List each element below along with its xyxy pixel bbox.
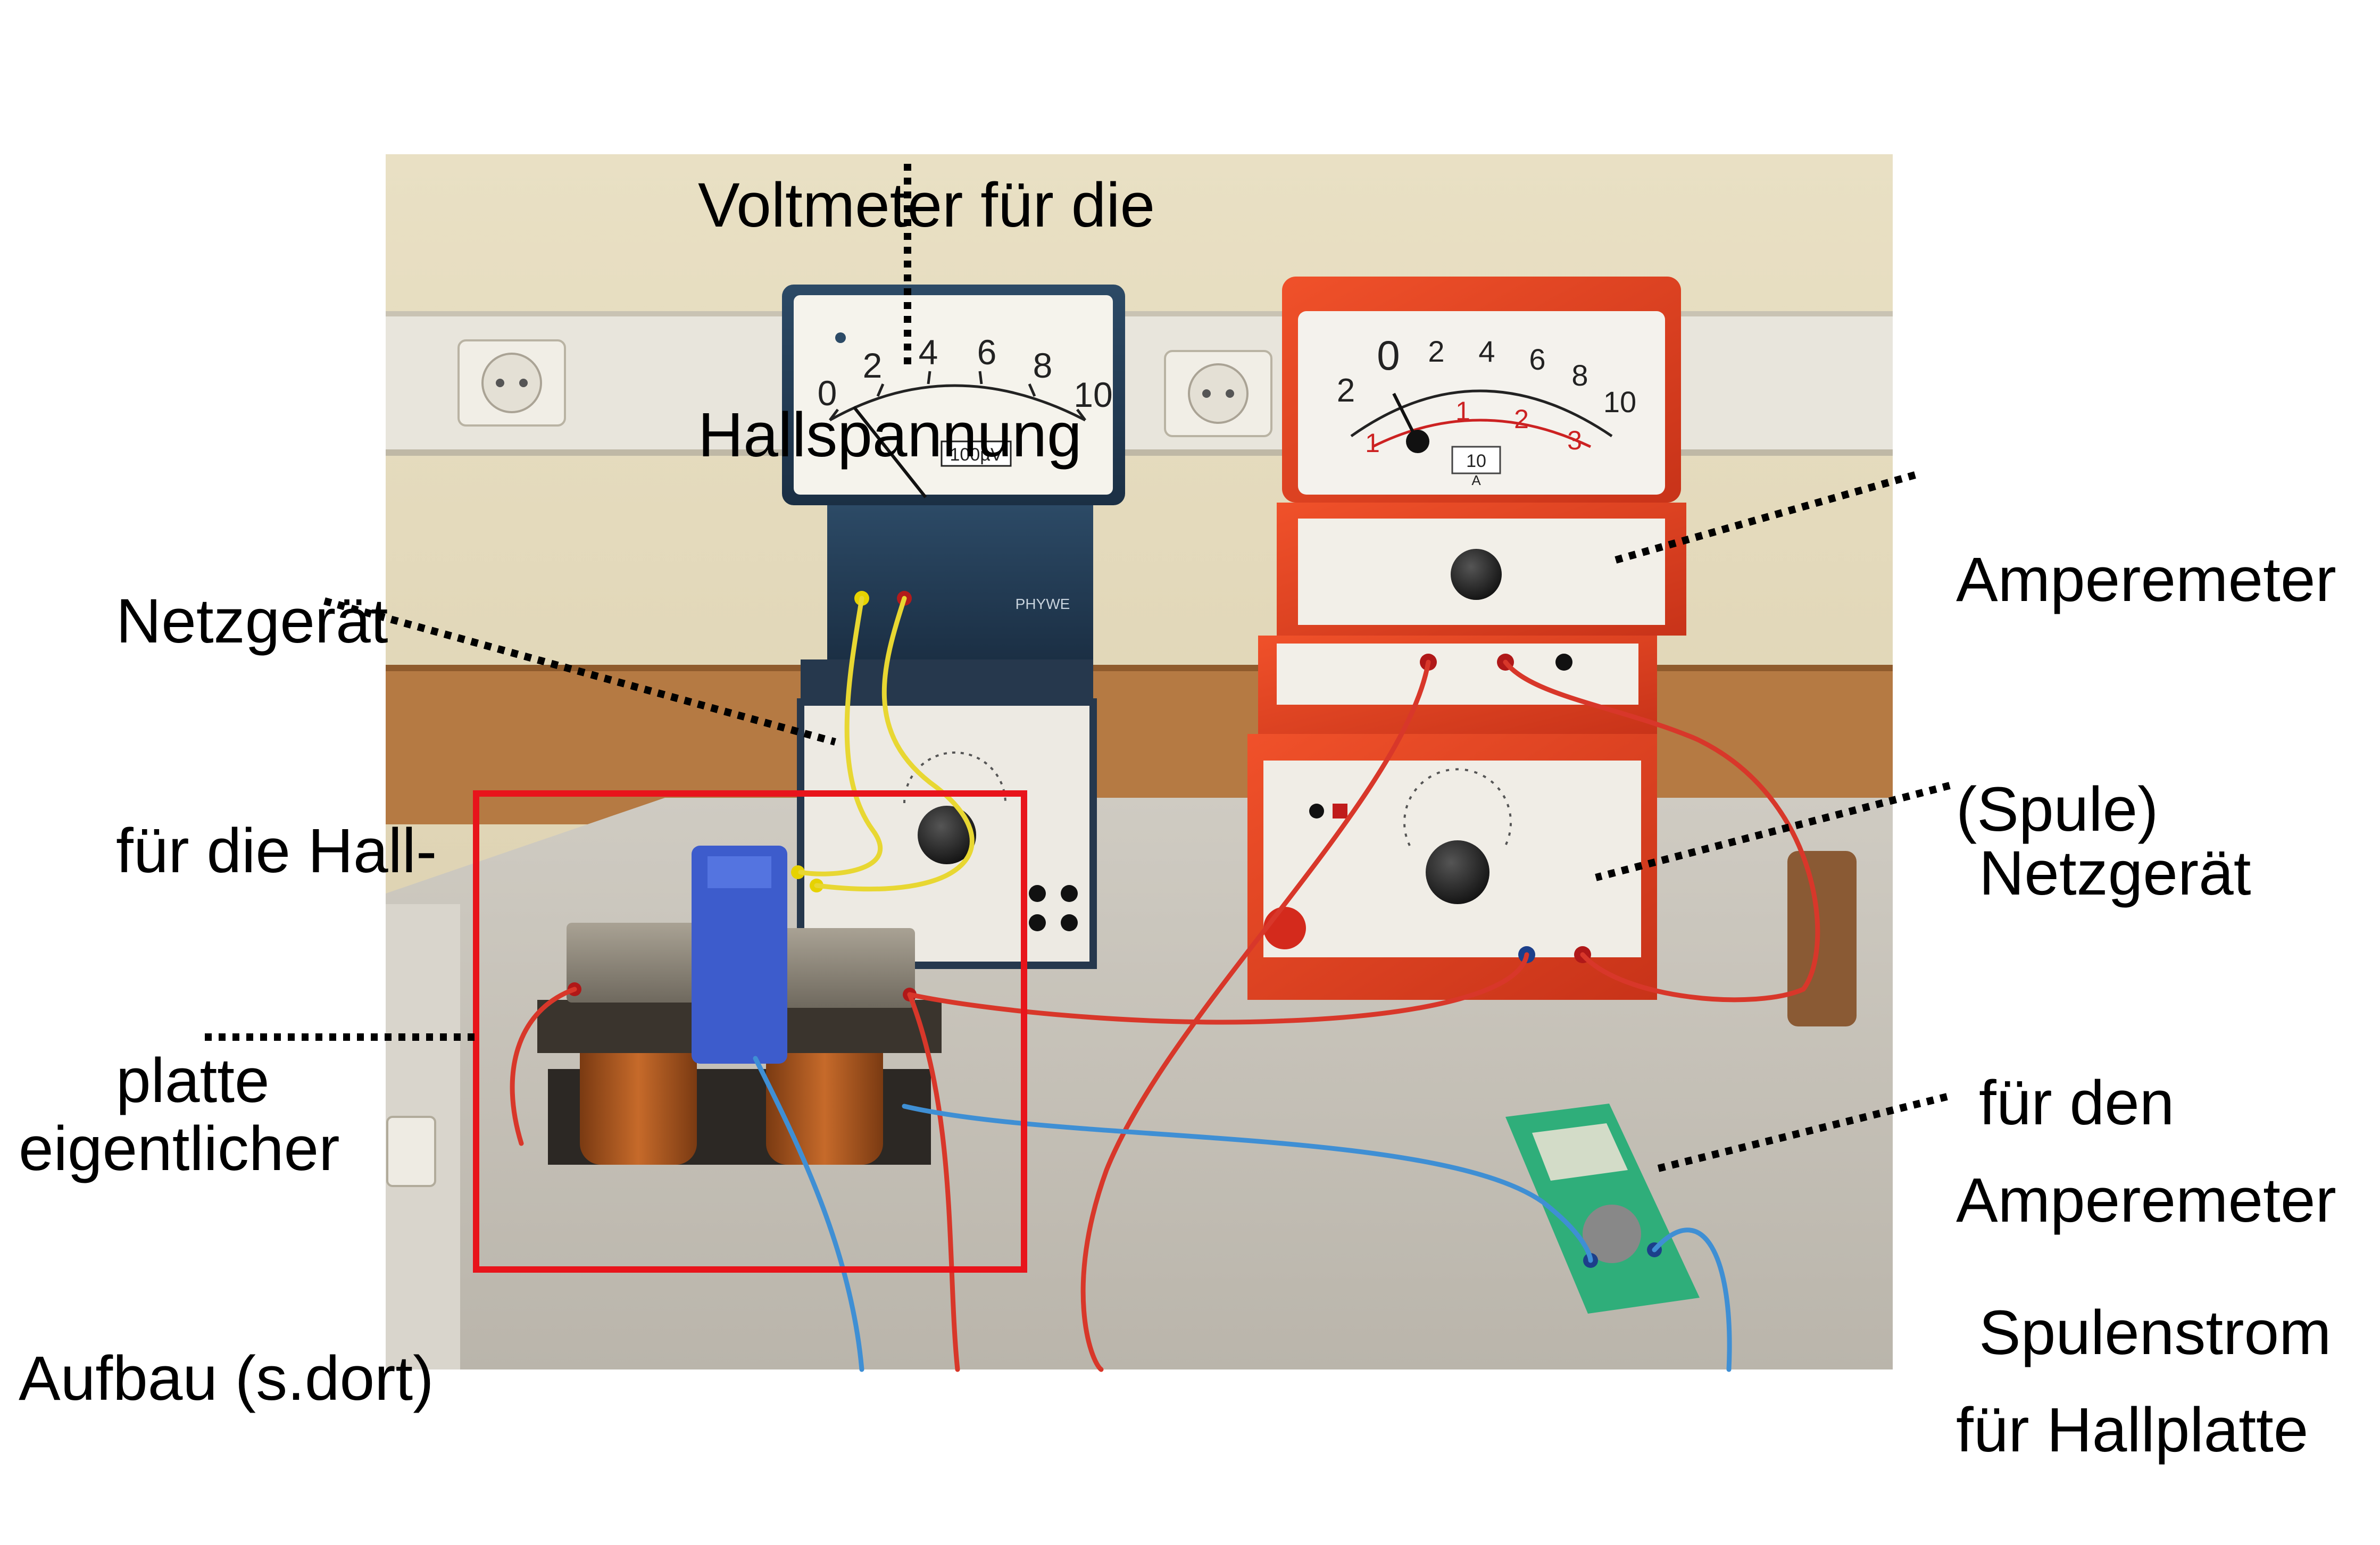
label-hall-power-supply-line: platte xyxy=(116,1046,270,1116)
voltmeter-device: 0 2 4 6 8 10 100µV PHYWE xyxy=(782,285,1125,659)
coil-ammeter-inner-ticks: 1 1 2 3 xyxy=(1365,396,1582,458)
voltmeter-range-label: 100µV xyxy=(950,445,1003,465)
wall-socket-lower xyxy=(386,1116,436,1187)
pole-piece-left xyxy=(567,923,715,1003)
leader-line-coil-supply xyxy=(1595,782,1951,881)
leader-line-multimeter xyxy=(1651,1093,1948,1174)
label-coil-power-supply-line: Spulenstrom xyxy=(1979,1298,2332,1368)
ammeter-tick-label: 10 xyxy=(1603,385,1636,419)
hall-supply-knob xyxy=(918,806,976,864)
hall-probe-holder xyxy=(692,846,787,1064)
label-hall-ammeter: Amperemeter für Hallplatte xyxy=(1956,1009,2336,1545)
ammeter-inner-tick-label: 3 xyxy=(1567,425,1582,455)
highlight-box xyxy=(473,790,1027,1273)
coil-right xyxy=(766,1021,883,1165)
leader-lines xyxy=(205,164,1951,1174)
voltmeter-needle xyxy=(852,406,927,498)
ammeter-inner-tick-label: 1 xyxy=(1455,396,1470,426)
label-voltmeter-line: Voltmeter für die xyxy=(698,170,1155,240)
label-hall-power-supply-line: für die Hall- xyxy=(116,816,437,886)
leader-line-hall-supply xyxy=(323,597,836,746)
coil-left xyxy=(580,1021,697,1165)
label-actual-setup-line: eigentlicher xyxy=(19,1114,340,1184)
coil-ammeter-socket-black xyxy=(1555,654,1572,671)
voltmeter-tick-label: 0 xyxy=(818,373,837,413)
ammeter-tick-label: 8 xyxy=(1571,358,1588,392)
voltmeter-brand: PHYWE xyxy=(1016,596,1070,612)
label-coil-ammeter-line: (Spule) xyxy=(1956,774,2159,845)
label-actual-setup: eigentlicher Aufbau (s.dort) xyxy=(19,957,434,1493)
label-actual-setup-line: Aufbau (s.dort) xyxy=(19,1343,434,1414)
voltmeter-tick-label: 2 xyxy=(863,346,883,385)
wall-socket-middle xyxy=(1164,350,1272,437)
label-hall-power-supply: Netzgerät für die Hall- platte xyxy=(116,430,437,1196)
label-coil-ammeter: Amperemeter (Spule) xyxy=(1956,388,2336,924)
label-hall-power-supply-line: Netzgerät xyxy=(116,586,388,656)
label-hall-ammeter-line: für Hallplatte xyxy=(1956,1395,2309,1465)
ammeter-tick-label: 0 xyxy=(1377,332,1400,379)
ammeter-tick-label: 6 xyxy=(1529,343,1545,376)
coil-ammeter-unit: A xyxy=(1471,472,1481,488)
cables xyxy=(510,596,1820,1372)
ammeter-tick-label: 2 xyxy=(1428,335,1444,368)
label-coil-ammeter-line: Amperemeter xyxy=(1956,545,2336,615)
label-hall-ammeter-line: Amperemeter xyxy=(1956,1165,2336,1235)
voltmeter-ticks: 0 2 4 6 8 10 xyxy=(818,332,1113,421)
label-voltmeter: Voltmeter für die Hallspannung xyxy=(698,14,1155,550)
label-coil-power-supply-line: für den xyxy=(1979,1068,2175,1138)
photo-scene: 0 2 4 6 8 10 100µV PHYWE 2 xyxy=(205,154,1951,1372)
coil-ammeter-range-knob xyxy=(1451,549,1502,600)
ammeter-tick-label: 4 xyxy=(1478,335,1495,368)
coil-supply-power-button xyxy=(1263,907,1306,949)
coil-ammeter-range: 10 xyxy=(1466,451,1486,471)
label-voltmeter-line: Hallspannung xyxy=(698,400,1082,470)
voltmeter-tick-label: 8 xyxy=(1033,346,1053,385)
hall-setup xyxy=(537,846,942,1165)
ammeter-inner-tick-label: 2 xyxy=(1514,404,1529,434)
ammeter-tick-label: 2 xyxy=(1337,372,1355,409)
hall-power-supply xyxy=(797,659,1097,969)
ammeter-inner-tick-label: 1 xyxy=(1365,428,1380,458)
coil-ammeter-device: 2 0 2 4 6 8 10 1 1 2 3 10 A xyxy=(1258,277,1686,734)
voltmeter-tick-label: 10 xyxy=(1074,375,1112,414)
voltmeter-tick-label: 4 xyxy=(919,332,938,372)
voltmeter-tick-label: 6 xyxy=(977,332,997,372)
coil-supply-knob xyxy=(1426,840,1489,904)
label-coil-power-supply-line: Netzgerät xyxy=(1979,838,2251,908)
leader-line-coil-ammeter xyxy=(1611,471,1916,565)
pole-piece-right xyxy=(761,928,915,1008)
wall-socket-left xyxy=(457,339,566,427)
coil-power-supply xyxy=(1247,734,1657,1000)
coil-ammeter-outer-ticks: 2 0 2 4 6 8 10 xyxy=(1337,332,1636,419)
hall-supply-sockets xyxy=(1029,885,1078,931)
hall-multimeter xyxy=(1505,1104,1700,1314)
label-coil-power-supply: Netzgerät für den Spulenstrom xyxy=(1979,682,2331,1448)
